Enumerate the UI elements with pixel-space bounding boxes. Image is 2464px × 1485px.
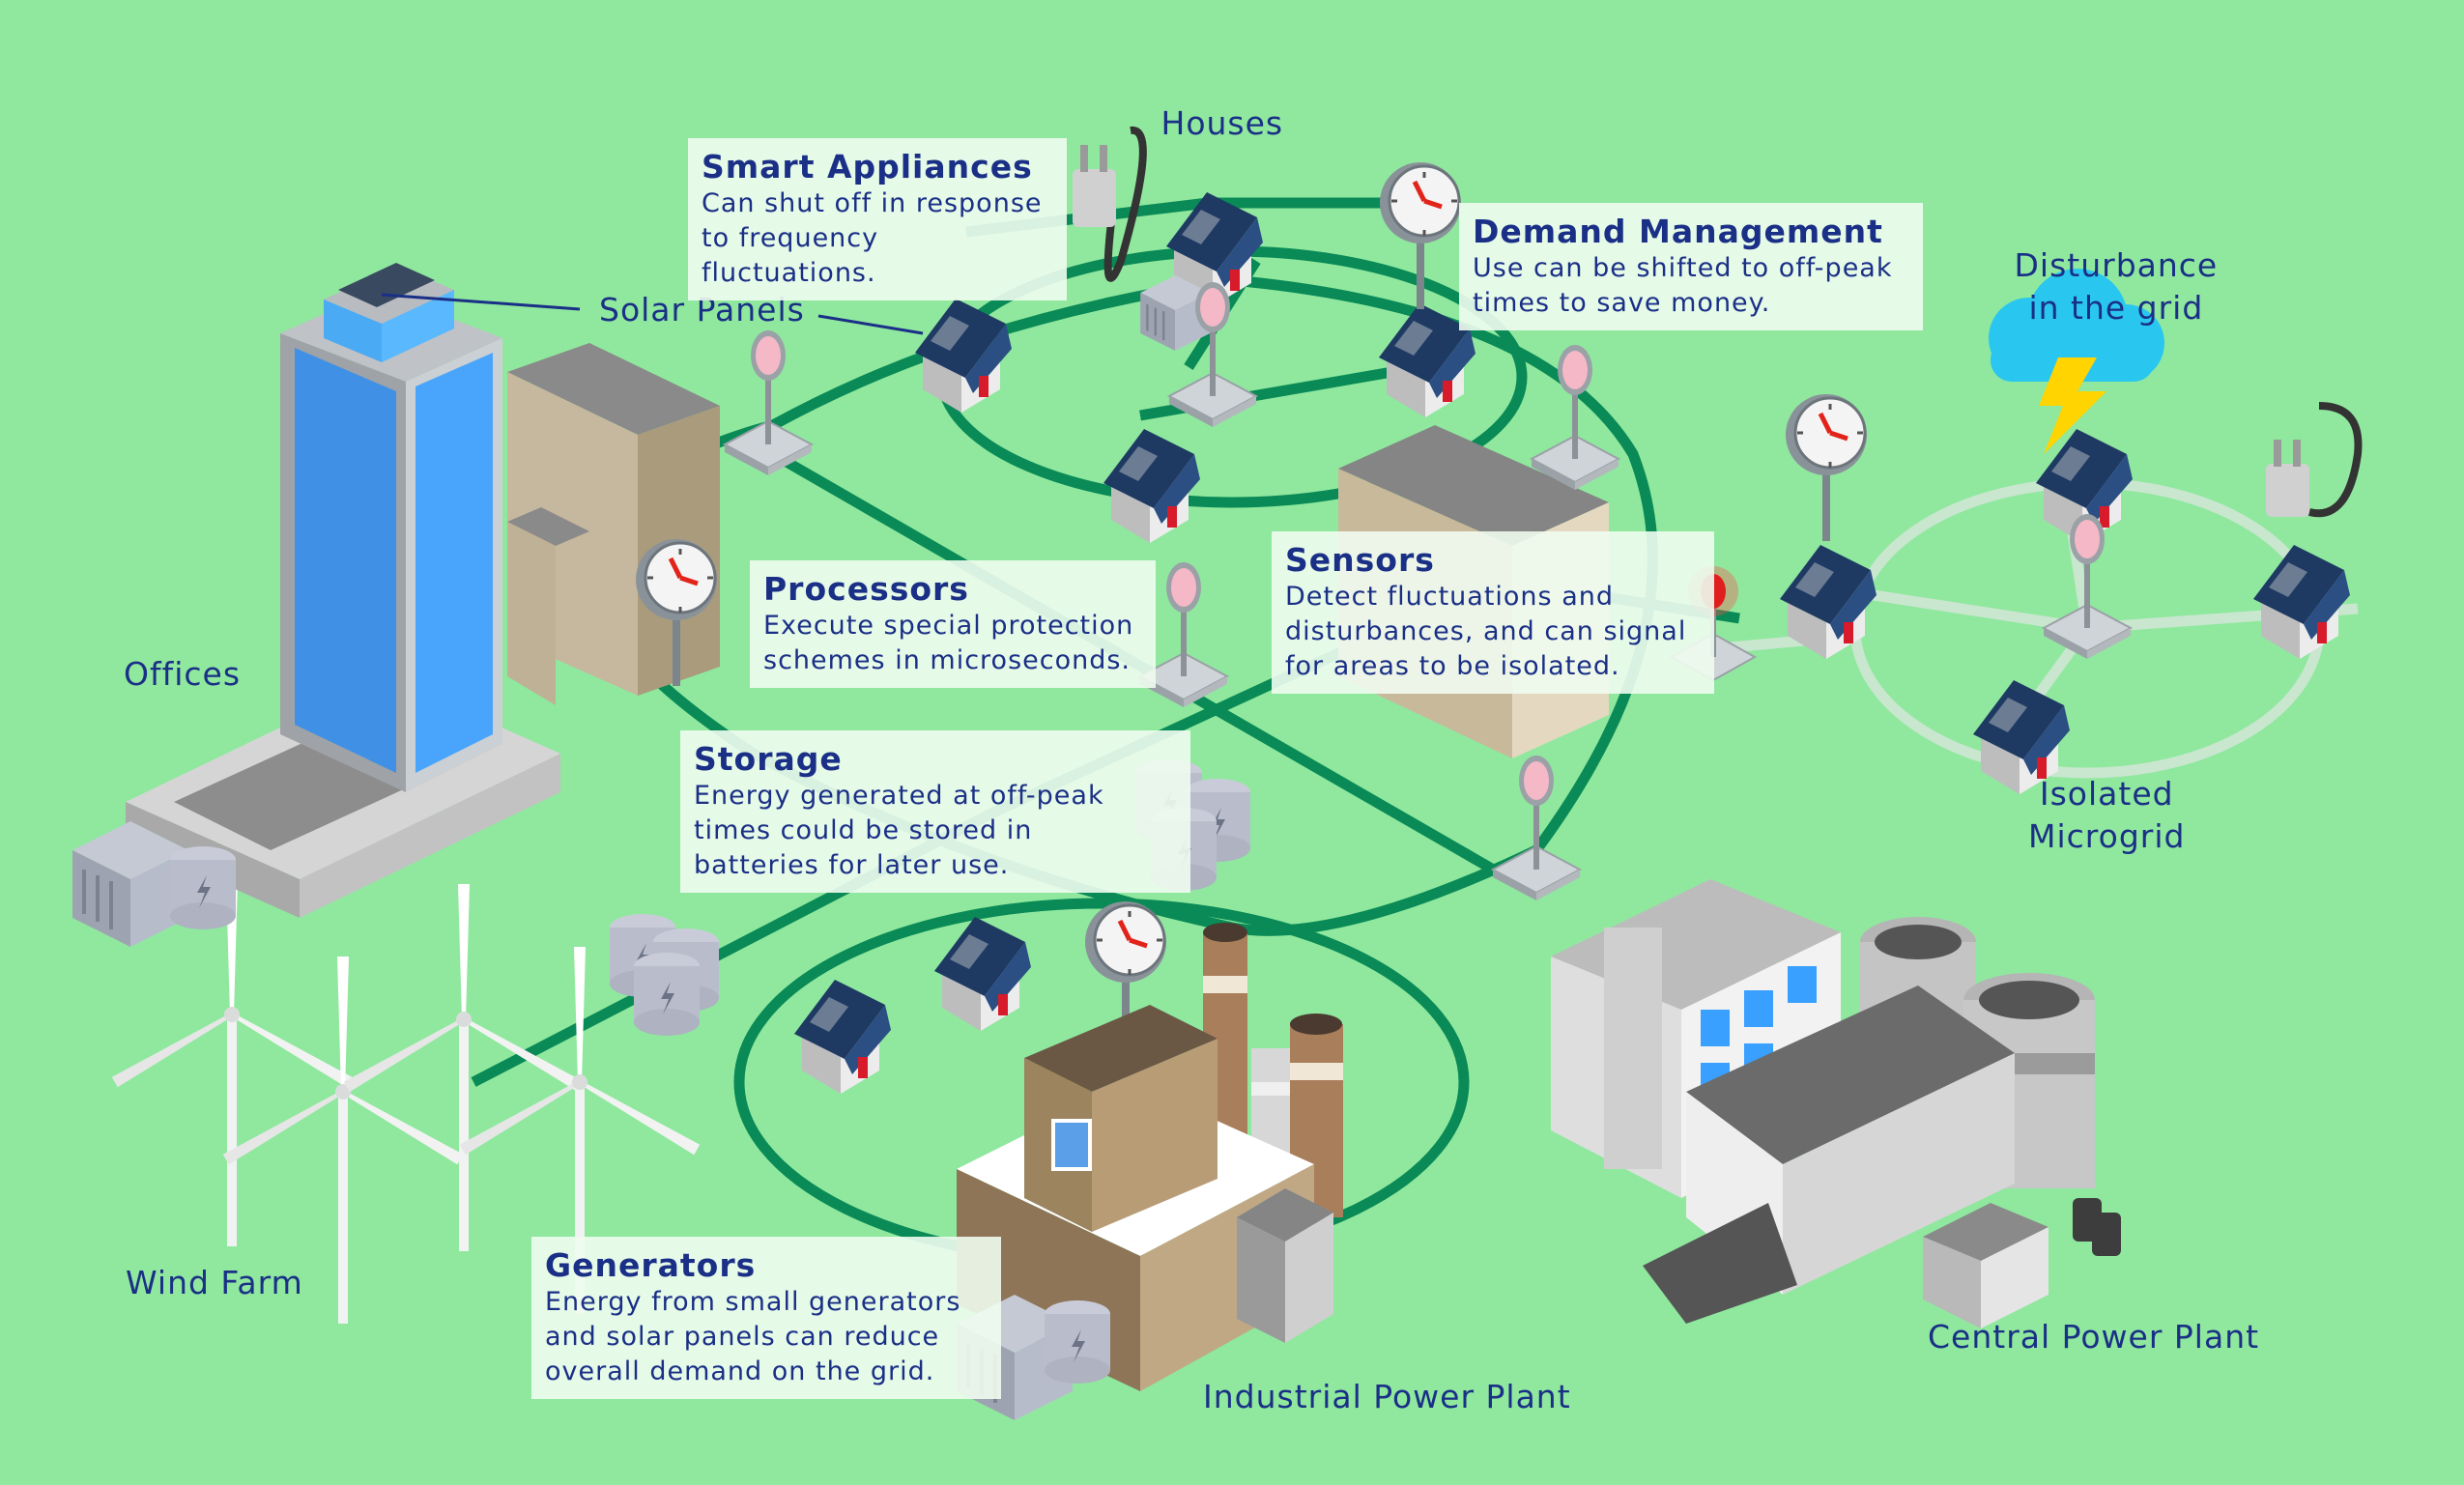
callout-demand-management: Demand Management Use can be shifted to … <box>1459 203 1923 330</box>
callout-processors: Processors Execute special protection sc… <box>750 560 1156 688</box>
generator-battery-icon <box>1045 1300 1110 1384</box>
label-wind-farm: Wind Farm <box>126 1264 303 1301</box>
microgrid-plug-icon <box>2266 402 2363 518</box>
callout-storage: Storage Energy generated at off-peak tim… <box>680 730 1190 893</box>
offices-battery-icon <box>170 846 236 929</box>
microgrid-clock-icon <box>1786 394 1867 541</box>
callout-description: Energy generated at off-peak times could… <box>694 781 1104 880</box>
callout-title: Smart Appliances <box>702 148 1033 186</box>
storm-cloud-icon <box>1989 269 2164 454</box>
callout-title: Demand Management <box>1473 213 1883 250</box>
callout-description: Execute special protection schemes in mi… <box>763 611 1134 675</box>
solar-panel-leaders <box>381 293 924 335</box>
callout-title: Processors <box>763 570 969 608</box>
label-industrial-power-plant: Industrial Power Plant <box>1203 1378 1571 1415</box>
central-power-plant <box>1551 879 2121 1328</box>
label-central-power-plant: Central Power Plant <box>1928 1318 2260 1356</box>
label-offices: Offices <box>124 655 242 693</box>
appliance-plug-icon <box>1073 126 1147 282</box>
demand-clock-icon <box>1380 162 1461 309</box>
label-isolated-microgrid: Isolated Microgrid <box>2028 775 2186 855</box>
label-houses: Houses <box>1160 104 1284 142</box>
callout-description: Can shut off in response to frequency fl… <box>702 188 1043 288</box>
callout-generators: Generators Energy from small generators … <box>531 1237 1001 1399</box>
callout-title: Sensors <box>1285 541 1435 579</box>
callout-description: Energy from small generators and solar p… <box>545 1287 961 1386</box>
callout-smart-appliances: Smart Appliances Can shut off in respons… <box>688 138 1067 300</box>
callout-sensors: Sensors Detect fluctuations and disturba… <box>1272 531 1714 694</box>
callout-title: Generators <box>545 1246 757 1284</box>
office-tower <box>126 263 560 918</box>
office-blocks <box>507 343 720 705</box>
label-disturbance: Disturbance in the grid <box>2014 246 2219 327</box>
callout-description: Use can be shifted to off-peak times to … <box>1473 253 1893 318</box>
callout-title: Storage <box>694 740 843 778</box>
callout-description: Detect fluctuations and disturbances, an… <box>1285 582 1687 681</box>
